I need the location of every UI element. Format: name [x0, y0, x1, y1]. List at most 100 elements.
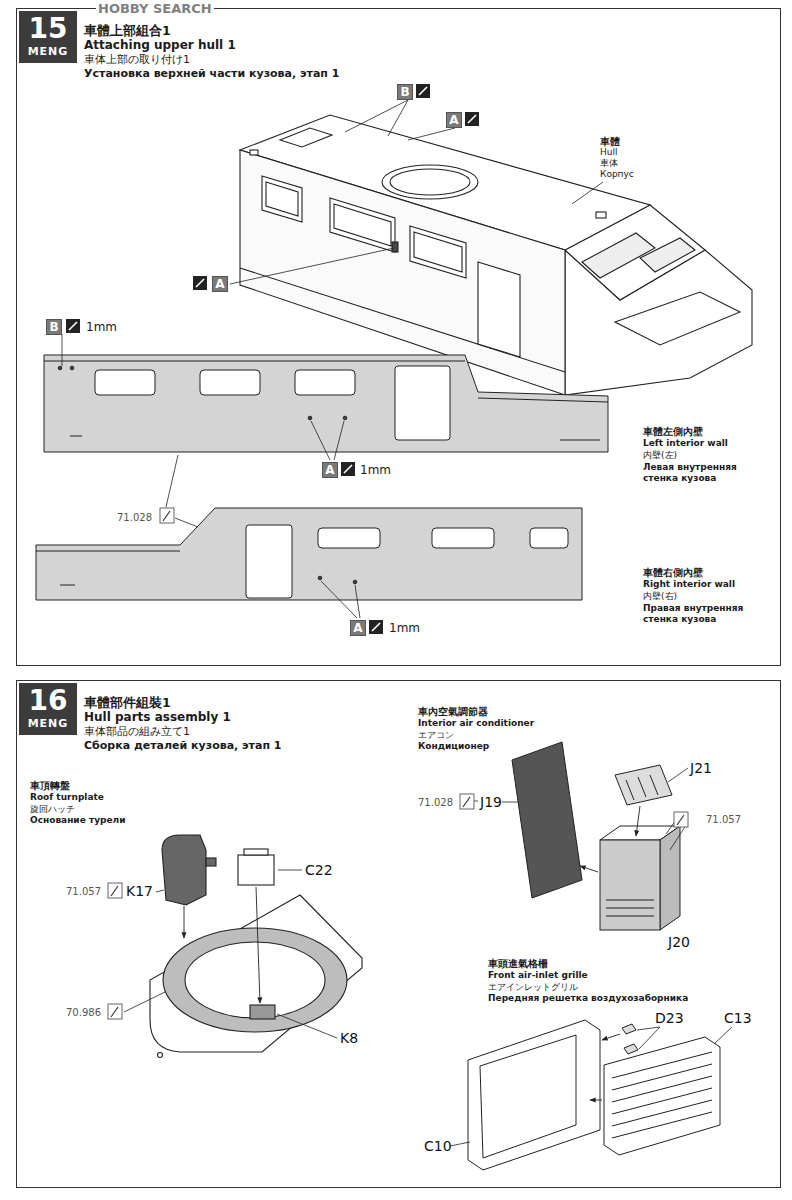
- hull-drawing: [334, 204, 391, 246]
- leader-line: [388, 100, 408, 136]
- grille-drawing: [468, 1020, 600, 1170]
- title-line: 車體上部組合1: [84, 23, 339, 38]
- part-name: 車體右側內壁: [643, 567, 703, 578]
- assembly-arrow: [602, 1034, 620, 1040]
- right-wall-drawing: [318, 528, 380, 548]
- glue-letter: A: [446, 112, 462, 128]
- left-wall-drawing: [478, 398, 608, 402]
- hull-drawing: [414, 232, 462, 272]
- hull-drawing: [410, 226, 466, 278]
- air-conditioner-drawing: [606, 916, 654, 917]
- part-number: K17: [126, 883, 153, 899]
- title-line: Сборка деталей кузова, этап 1: [84, 739, 281, 753]
- right-wall-drawing: [36, 508, 582, 600]
- leader-line: [639, 1027, 660, 1049]
- paint-icon: [674, 812, 688, 827]
- hull-drawing: [382, 165, 478, 199]
- leader-line: [230, 248, 394, 284]
- title-line: Установка верхней части кузова, этап 1: [84, 67, 339, 81]
- title-line: Attaching upper hull 1: [84, 38, 339, 53]
- glue-icon-mark: [69, 322, 77, 330]
- assembly-arrow: [590, 1100, 602, 1101]
- hull-drawing: [280, 128, 332, 147]
- glue-icon: [66, 319, 80, 333]
- part-name: Основание турели: [30, 815, 125, 826]
- right-wall-drawing: [318, 576, 322, 580]
- paint-code: 70.986: [66, 1007, 101, 1019]
- left-wall-drawing: [44, 355, 608, 452]
- paint-icon: [160, 508, 174, 523]
- left-wall-drawing: [44, 355, 608, 452]
- left-wall-drawing: [308, 416, 312, 420]
- part-name: Hull: [600, 147, 617, 158]
- step-panel: 車體部件組裝1Hull parts assembly 1車体部品の組み立て1Сб…: [16, 680, 781, 1188]
- part-name: Кондиционер: [418, 741, 489, 752]
- glue-letter: A: [350, 620, 366, 636]
- hull-drawing: [266, 182, 298, 216]
- part-number: J19: [480, 794, 502, 810]
- grille-drawing: [622, 1024, 636, 1034]
- grille-drawing: [612, 1112, 712, 1138]
- paint-icon: [460, 794, 474, 809]
- step-number-text: 15: [23, 13, 73, 45]
- paint-icon: [108, 508, 688, 1019]
- glue-icon: [369, 620, 383, 634]
- hull-drawing: [390, 169, 470, 195]
- leader-line: [124, 870, 337, 1038]
- title-line: 車體部件組裝1: [84, 695, 281, 710]
- assembly-arrow: [184, 887, 260, 1003]
- leader-line: [277, 1014, 337, 1038]
- dimension: 1mm: [360, 463, 391, 477]
- glue-icon-mark: [419, 87, 427, 95]
- leader-line: [450, 1142, 470, 1146]
- leader-line: [572, 182, 603, 204]
- paint-icon-brush: [111, 886, 118, 896]
- watermark: HOBBY SEARCH: [96, 1, 214, 17]
- turnplate-drawing: [244, 849, 268, 855]
- paint-icon-brush: [163, 511, 170, 521]
- leader-line: [321, 581, 357, 618]
- leader-line: [278, 870, 302, 871]
- part-name: Правая внутренняя: [643, 603, 743, 614]
- leader-line: [668, 768, 688, 782]
- step-number: 16MENG: [23, 685, 73, 731]
- part-number: C22: [305, 862, 333, 878]
- left-wall-drawing: [95, 370, 155, 395]
- leader-line: [230, 100, 603, 284]
- air-conditioner-drawing: [660, 826, 680, 930]
- air-conditioner-drawing: [512, 742, 680, 930]
- paint-icon-brush: [111, 1007, 118, 1017]
- part-name: エアインレットグリル: [488, 982, 578, 993]
- hull-drawing: [330, 198, 395, 252]
- part-name: 車頭進氣格柵: [488, 958, 548, 969]
- glue-icon: [66, 84, 479, 634]
- leader-line: [175, 518, 198, 527]
- right-wall-drawing: [36, 508, 582, 600]
- part-name: Левая внутренняя: [643, 462, 737, 473]
- paint-icon-brush: [463, 797, 470, 807]
- assembly-arrow: [256, 887, 260, 1003]
- part-name: Right interior wall: [643, 579, 735, 590]
- leader-line: [474, 768, 688, 850]
- title-line: 車体部品の組み立て1: [84, 725, 281, 739]
- air-conditioner-drawing: [638, 777, 646, 797]
- grille-drawing: [612, 1088, 712, 1114]
- glue-icon-mark: [344, 465, 352, 473]
- leader-line: [311, 421, 330, 460]
- glue-letter: A: [212, 276, 228, 292]
- glue-letter: A: [322, 462, 338, 478]
- glue-icon: [193, 276, 207, 290]
- turnplate-drawing: [250, 1005, 275, 1019]
- part-number: J21: [690, 760, 712, 776]
- part-number: J20: [668, 934, 690, 950]
- part-name: 車體: [600, 136, 620, 147]
- leader-line: [124, 992, 165, 1012]
- part-number: C10: [424, 1138, 452, 1154]
- hull-drawing: [262, 176, 302, 222]
- right-wall-drawing: [246, 525, 292, 598]
- leader-line: [355, 585, 360, 618]
- leader-line: [408, 128, 455, 140]
- part-name: 内壁(左): [643, 450, 677, 461]
- part-name: стенка кузова: [643, 614, 716, 625]
